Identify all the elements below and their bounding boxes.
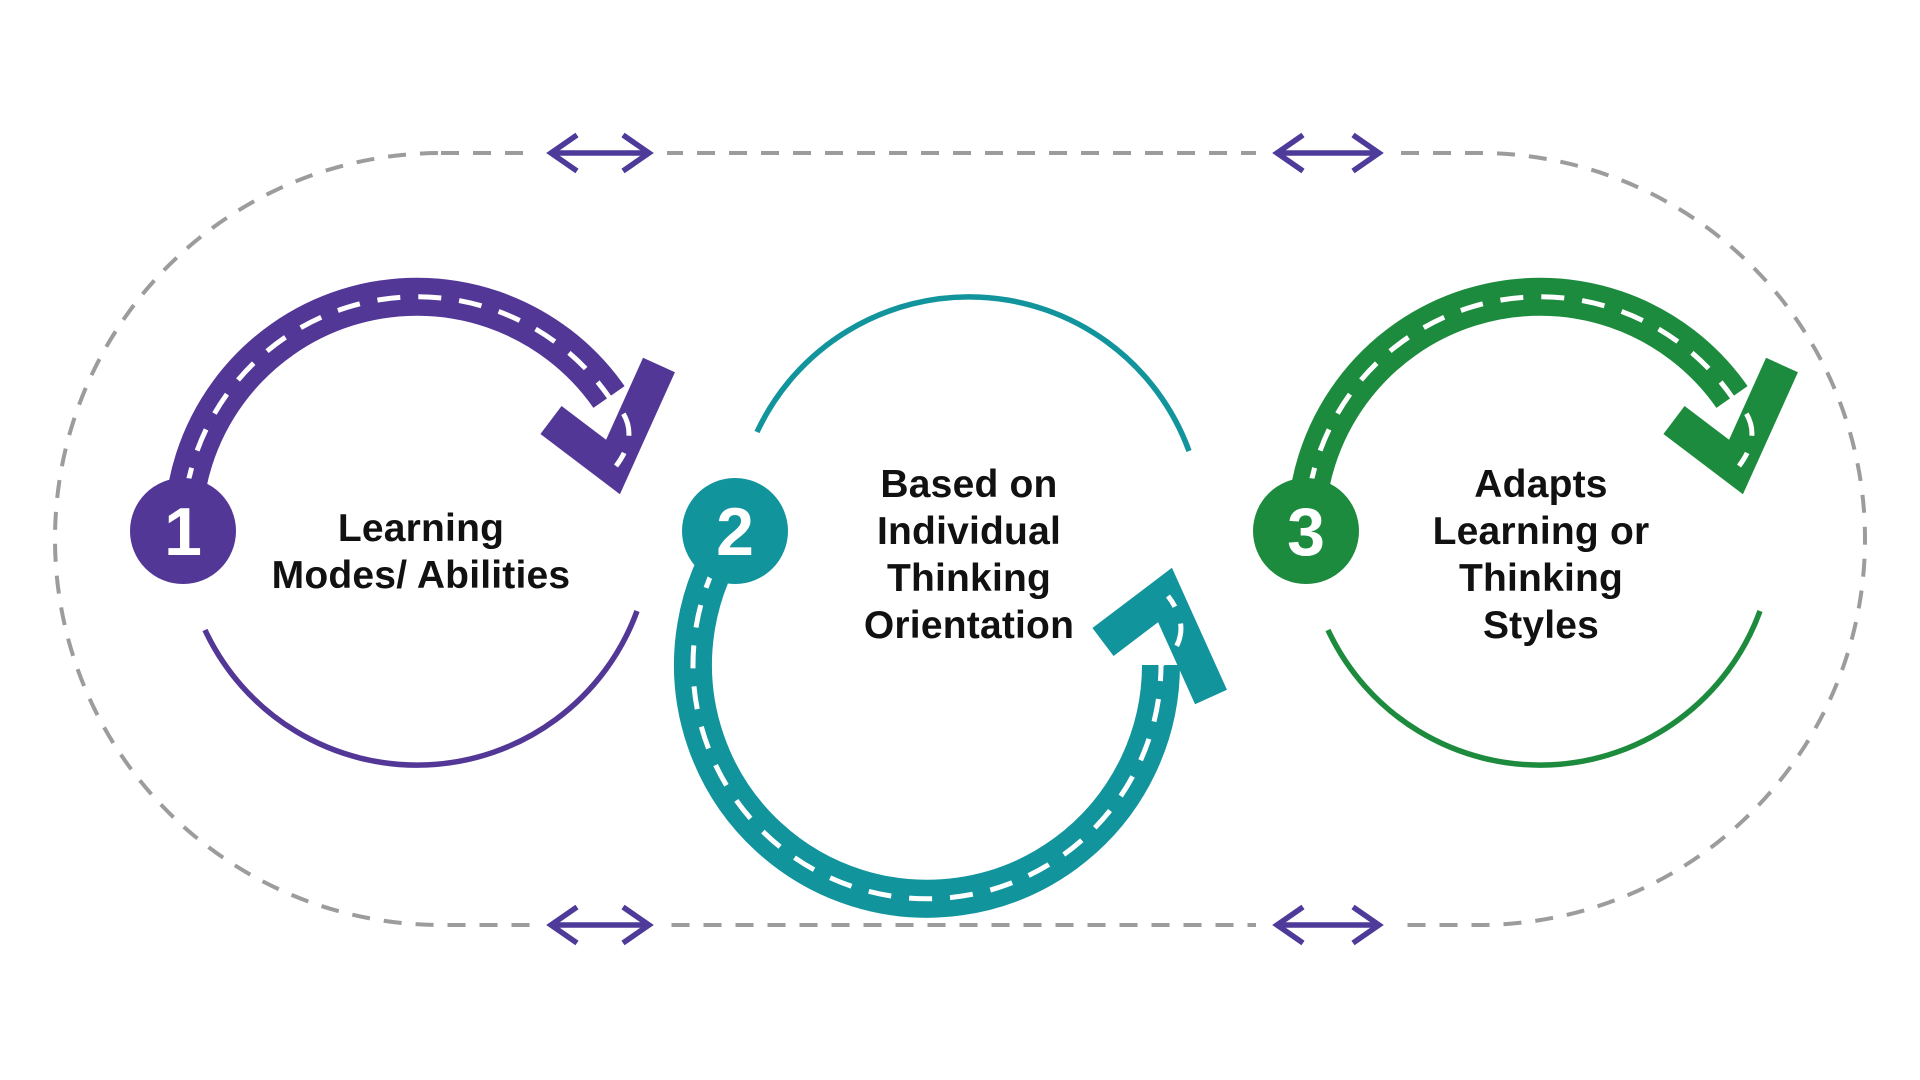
step-3-cycle: 3 [1253, 277, 1798, 768]
step-2-number: 2 [716, 494, 754, 570]
dashed-boundary-loop [53, 151, 1867, 927]
step-1-cycle: 1 [130, 277, 675, 768]
step-1-thin-arc [202, 610, 640, 768]
step-2-dashed-centerline [690, 529, 1184, 902]
step-1-circular-arrow-icon [164, 277, 625, 532]
step-1-dashed-centerline [180, 294, 632, 532]
step-3-label: Adapts Learning or Thinking Styles [1432, 463, 1650, 647]
step-3-arrowhead-icon [1663, 357, 1798, 495]
double-headed-arrow-icons [546, 132, 1384, 946]
step-3-number-badge [1253, 478, 1359, 584]
step-1-label: Learning Modes/ Abilities [271, 507, 571, 597]
step-3-dashed-centerline [1303, 294, 1755, 532]
step-3-number: 3 [1287, 494, 1325, 570]
step-2-thin-arc [754, 294, 1192, 452]
double-arrow-top-right-icon [1272, 132, 1384, 174]
step-1-arrowhead-icon [540, 357, 675, 495]
step-3-thin-arc [1325, 610, 1763, 768]
step-2-label: Based on Individual Thinking Orientation [863, 463, 1075, 647]
step-2-number-badge [682, 478, 788, 584]
step-2-cycle: 2 [674, 294, 1227, 918]
double-arrow-bottom-right-icon [1272, 904, 1384, 946]
step-2-arrowhead-icon [1092, 567, 1227, 705]
double-arrow-bottom-left-icon [546, 904, 654, 946]
step-1-number: 1 [164, 494, 202, 570]
step-1-number-badge [130, 478, 236, 584]
double-arrow-top-left-icon [546, 132, 654, 174]
